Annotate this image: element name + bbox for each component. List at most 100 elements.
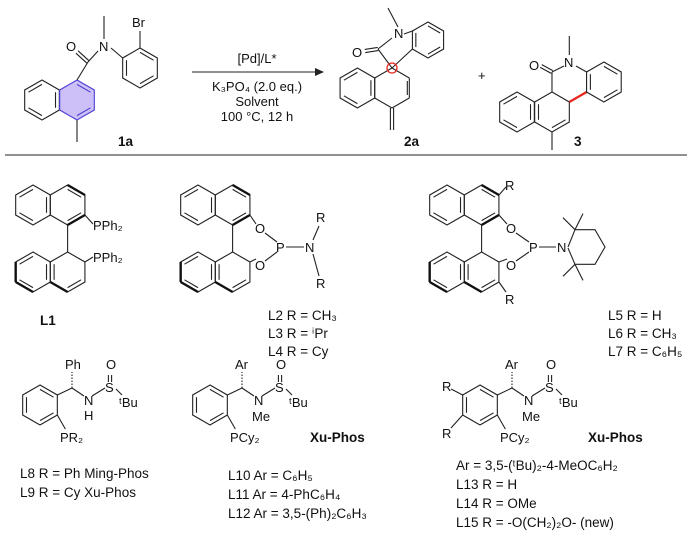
bond: [497, 387, 513, 396]
bond: [264, 232, 278, 243]
aromatic-bond: [232, 279, 247, 289]
bond: [56, 414, 66, 430]
benzene-ring: [22, 384, 58, 426]
bond: [450, 388, 463, 396]
ar-definition: Ar = 3,5-(ᵗBu)₂-4-MeOC₆H₂: [456, 458, 618, 473]
substituent-PCy2: PCy₂: [500, 430, 530, 445]
ligand-list-L5-L7: L5 R = H L6 R = CH₃ L7 R = C₆H₅: [608, 308, 682, 359]
aromatic-bond: [28, 83, 43, 93]
bond: [57, 387, 73, 396]
aromatic-bond: [551, 119, 566, 129]
substituent-R: R: [505, 178, 514, 193]
ligand-entry: L11 Ar = 4-PhC₆H₄: [228, 487, 340, 502]
substituent-R: R: [316, 210, 325, 225]
bond: [391, 97, 410, 109]
ligand-entry: L3 R = ⁱPr: [268, 326, 328, 341]
ligand-entry: L14 R = OMe: [456, 496, 537, 511]
aromatic-bond: [481, 212, 496, 222]
atom-S: S: [275, 380, 284, 395]
bold-bond: [66, 213, 86, 227]
double-bond: [365, 50, 379, 54]
substituent-R: R: [442, 379, 451, 394]
substituent-tBu: ᵗBu: [119, 395, 138, 410]
atom-O: O: [255, 258, 265, 273]
bond-layer: [5, 7, 687, 430]
naphthalene-ring: [24, 79, 60, 121]
aromatic-bond: [479, 388, 494, 398]
ligand-entry: L10 Ar = C₆H₅: [228, 468, 313, 483]
aromatic-bond: [481, 188, 496, 198]
bond: [498, 258, 508, 263]
atom-N: N: [394, 26, 403, 41]
bold-bond: [481, 183, 500, 197]
ligand-entry: L9 R = Cy Xu-Phos: [20, 485, 136, 500]
catalyst-label: [Pd]/L*: [237, 51, 276, 66]
ligand-name-xu-phos: Xu-Phos: [310, 430, 365, 445]
atom-O: O: [546, 357, 556, 372]
aromatic-bond: [19, 212, 34, 222]
temp-time-label: 100 °C, 12 h: [221, 109, 293, 124]
bold-bond: [180, 280, 199, 294]
bond: [241, 387, 255, 397]
bond: [562, 263, 576, 277]
substituent-PPh2: PPh₂: [93, 218, 123, 233]
bond: [374, 67, 393, 79]
aromatic-bond: [232, 188, 247, 198]
aromatic-bond: [184, 255, 199, 265]
double-bond: [364, 46, 378, 50]
bond: [285, 388, 293, 396]
aromatic-bond: [479, 412, 494, 422]
atom-N: N: [254, 393, 263, 408]
aromatic-bond: [427, 25, 441, 34]
bond: [312, 225, 320, 241]
benzene-ring: [411, 21, 445, 59]
substituent-R: R: [442, 426, 451, 441]
atom-Br: Br: [132, 15, 146, 30]
bond: [76, 61, 89, 81]
piperidine-ring: [567, 229, 606, 265]
solvent-label: Solvent: [235, 94, 279, 109]
double-bond: [77, 50, 90, 62]
aromatic-bond: [209, 388, 224, 398]
bond: [249, 214, 257, 225]
ligand-label-L1: L1: [40, 313, 56, 328]
bond: [374, 97, 393, 109]
arrow-head: [315, 68, 324, 76]
aromatic-bond: [503, 95, 518, 105]
double-bond: [541, 64, 554, 72]
atom-H: H: [84, 408, 93, 423]
substituent-R: R: [505, 292, 514, 307]
benzene-ring: [192, 384, 228, 426]
bond: [226, 414, 236, 430]
substituent-PCy2: PCy₂: [230, 430, 260, 445]
naphthalene-ring: [429, 184, 465, 226]
compound-label-2a: 2a: [404, 134, 420, 149]
atom-S: S: [105, 380, 114, 395]
bond: [391, 67, 410, 79]
benzo-ring: [339, 67, 376, 109]
substituent-R: R: [316, 276, 325, 291]
atom-S: S: [545, 380, 554, 395]
aromatic-bond: [19, 188, 34, 198]
bond: [562, 217, 576, 231]
atom-N: N: [557, 240, 566, 255]
bromophenyl-ring: [122, 47, 158, 89]
bond: [261, 387, 276, 397]
bond: [227, 387, 243, 396]
double-bond: [75, 52, 88, 64]
aromatic-bond: [343, 71, 358, 81]
bond: [555, 388, 563, 396]
aromatic-bond: [76, 83, 91, 93]
bond: [498, 186, 507, 196]
bond: [84, 214, 94, 225]
atom-O: O: [506, 258, 516, 273]
bold-bond: [232, 213, 251, 227]
aromatic-bond: [433, 212, 448, 222]
aromatic-bond: [67, 188, 82, 198]
ligand-entry: L7 R = C₆H₅: [608, 344, 682, 359]
aromatic-bond: [19, 279, 34, 289]
bond: [312, 253, 320, 277]
bond: [87, 50, 99, 63]
aromatic-bond: [481, 279, 496, 289]
